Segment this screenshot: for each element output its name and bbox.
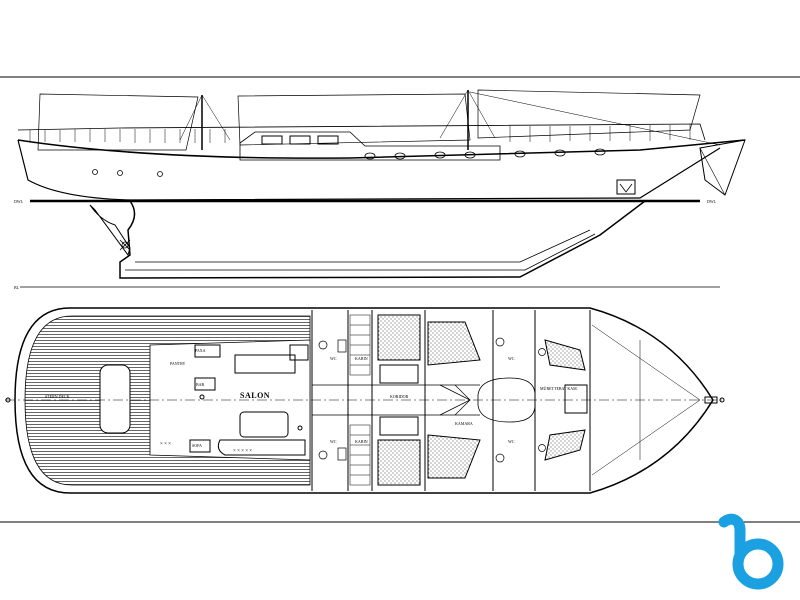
name-board-emblem xyxy=(619,183,633,193)
aft-hatch xyxy=(99,364,131,434)
rigging-line xyxy=(179,94,203,141)
deckhouse xyxy=(239,131,501,161)
bar-label: BAR xyxy=(196,382,205,387)
centerline-marker-fwd xyxy=(719,397,725,403)
keel-inner xyxy=(125,233,596,271)
propeller xyxy=(119,239,131,251)
cabin-floor-port-aft xyxy=(377,314,421,361)
cabin-floor-port-fwd xyxy=(544,339,586,371)
deck-outline xyxy=(14,307,714,494)
salon-chair-marks: × × × × × xyxy=(233,449,252,454)
galley-counter xyxy=(234,354,296,374)
crew-cabin-label: MÜRETTEBAT KAM. xyxy=(540,386,578,391)
cabin-floor-stbd-mid xyxy=(427,434,481,479)
forepeak-line xyxy=(591,324,701,401)
baseline-label: BL xyxy=(14,285,20,290)
main-sail xyxy=(237,93,471,146)
engine-label: KAMARA xyxy=(455,421,473,426)
wc-label: WC xyxy=(330,439,337,444)
salon-sofa xyxy=(217,439,306,456)
bowsprit xyxy=(704,396,718,404)
forestay xyxy=(469,91,721,146)
cabin-floor-stbd-fwd xyxy=(544,429,586,461)
bed xyxy=(379,416,419,436)
galley-label: PAXA xyxy=(195,348,206,353)
cabin-floor-stbd-aft xyxy=(377,439,421,486)
hull-sheer xyxy=(17,139,746,159)
deckhouse-window xyxy=(261,135,283,145)
rudder xyxy=(89,204,131,257)
salon-table xyxy=(239,411,289,438)
rigging-line xyxy=(467,89,496,139)
wc-label: WC xyxy=(508,356,515,361)
bed xyxy=(379,364,419,384)
b-logo-bowl xyxy=(732,538,784,590)
rigging-line xyxy=(439,89,469,139)
wc-label: WC xyxy=(508,439,515,444)
aft-deck-label: STERN DECK xyxy=(45,394,70,399)
fore-sail xyxy=(477,89,701,139)
corridor-label: KORIDOR xyxy=(390,394,409,399)
pantry-unit xyxy=(194,344,221,358)
salon-chair-marks: × × × xyxy=(160,442,171,447)
hull-side xyxy=(17,139,721,201)
name-board xyxy=(616,179,636,195)
waterline-label-left: DWL xyxy=(14,199,24,204)
railing xyxy=(17,123,706,141)
bar-unit xyxy=(194,377,216,391)
sofa-label: SOFA xyxy=(192,443,202,448)
portholes xyxy=(92,148,606,177)
cabin-label: KABIN xyxy=(355,356,368,361)
engine-block xyxy=(477,377,536,423)
salon-stool xyxy=(297,425,303,431)
rigging-line xyxy=(201,94,231,141)
labels: DWL DWL BL STERN DECK SALON PANTRY PAXA … xyxy=(14,199,717,454)
plan-view xyxy=(5,307,725,494)
engine-detail xyxy=(454,384,471,416)
railing-posts xyxy=(29,124,691,143)
cabin-label: KABIN xyxy=(355,439,368,444)
bow-line xyxy=(699,147,726,196)
b-logo-center xyxy=(749,555,767,573)
profile-view xyxy=(17,89,746,288)
side-unit xyxy=(189,439,211,453)
deckhouse-window xyxy=(317,135,339,145)
stairs xyxy=(349,314,371,486)
pantry-label: PANTRY xyxy=(170,361,186,366)
keel xyxy=(119,200,646,279)
forepeak-line xyxy=(591,399,701,476)
centerline-marker-aft xyxy=(5,397,11,403)
waterline-label-right: DWL xyxy=(707,199,717,204)
b-logo-stem xyxy=(718,513,746,560)
aft-sail xyxy=(37,93,199,151)
keel-inner xyxy=(135,229,591,263)
toilets xyxy=(318,337,546,463)
salon-stool xyxy=(199,394,205,400)
cabin-floor-port-mid xyxy=(427,321,481,366)
crew-bunk xyxy=(564,384,588,414)
bow xyxy=(699,139,746,196)
salon-label: SALON xyxy=(240,391,270,400)
cabinet xyxy=(289,344,309,361)
wc-label: WC xyxy=(330,356,337,361)
deckhouse-window xyxy=(289,135,311,145)
b-logo xyxy=(718,513,784,590)
